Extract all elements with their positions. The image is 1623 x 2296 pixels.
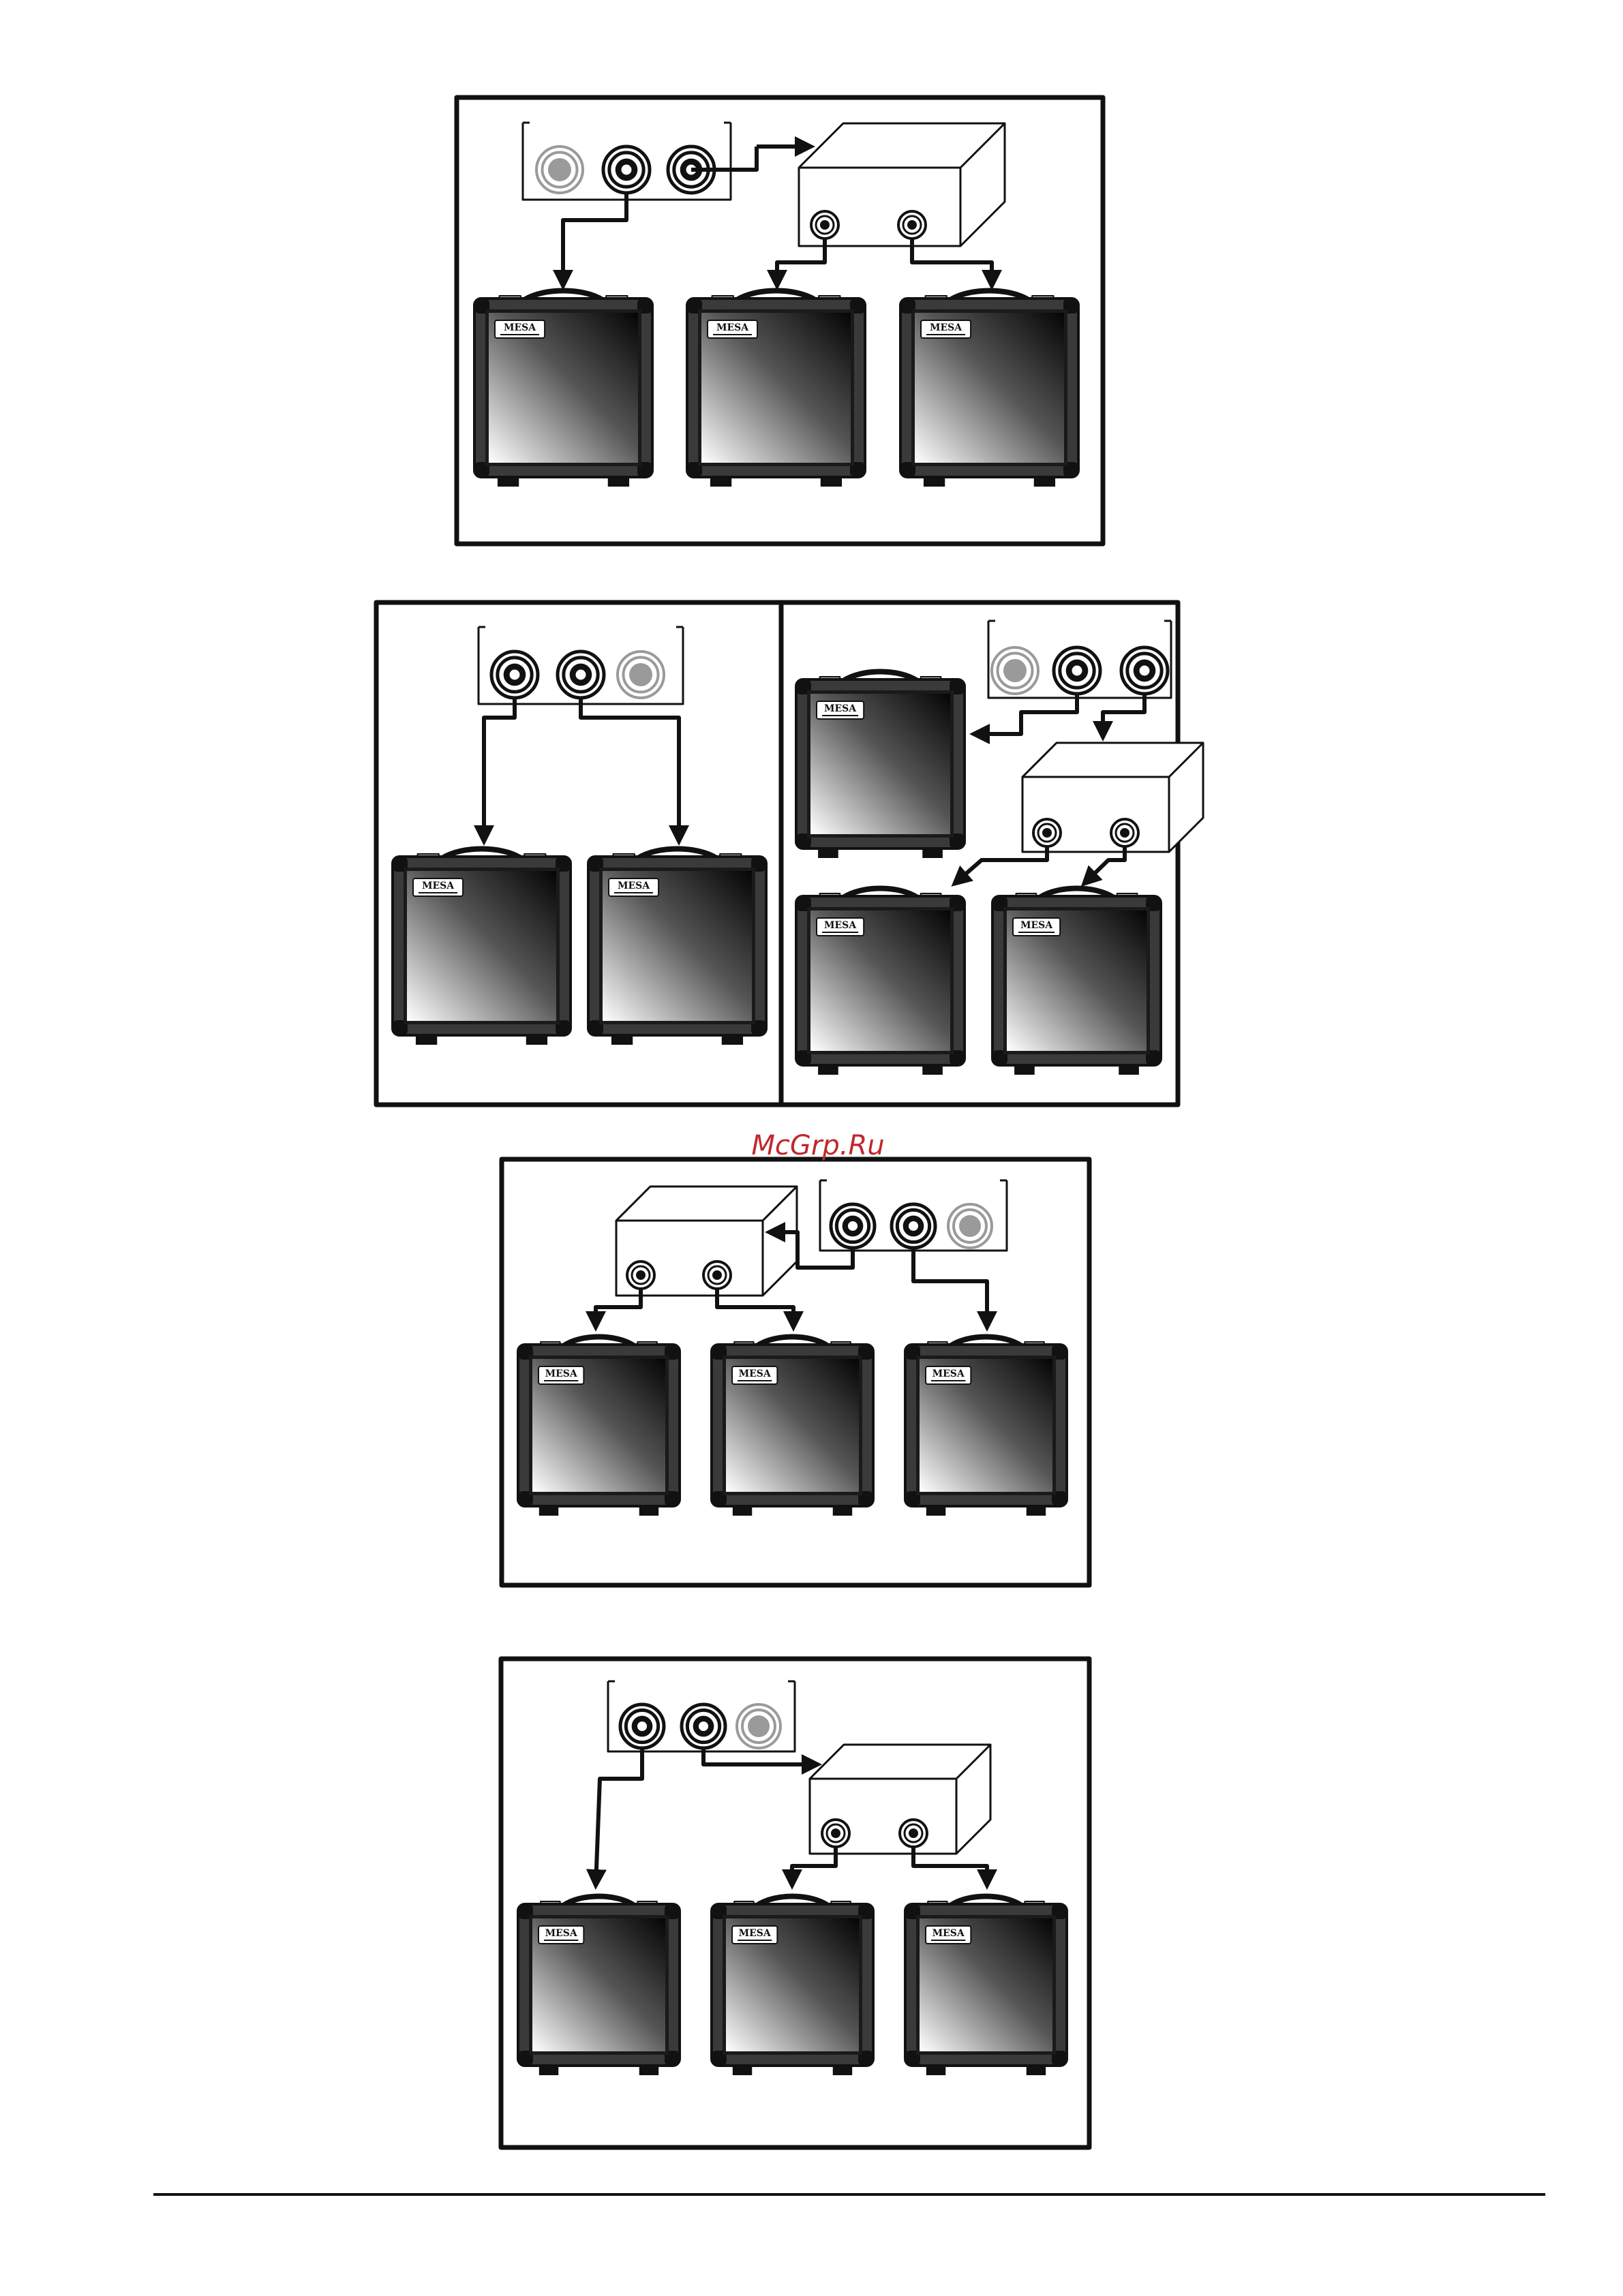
speaker-cabinet-icon: MESA <box>796 672 965 859</box>
splitter-jack-icon <box>822 1820 849 1847</box>
cabinet-logo-text: MESA <box>545 1368 578 1379</box>
speaker-jack-icon <box>1054 647 1100 694</box>
cabinet-logo-text: MESA <box>739 1928 772 1939</box>
speaker-cabinet-icon: MESA <box>905 1897 1067 2076</box>
signal-arrow-icon <box>563 193 626 286</box>
speaker-jack-icon <box>992 647 1038 694</box>
cabinet-logo-text: MESA <box>739 1368 772 1379</box>
cabinet-logo-text: MESA <box>1020 920 1053 931</box>
signal-arrow-icon <box>581 698 679 842</box>
signal-arrow-icon <box>596 1748 642 1886</box>
splitter-jack-icon <box>1111 819 1138 846</box>
speaker-jack-icon <box>892 1204 935 1248</box>
speaker-cabinet-icon: MESA <box>687 291 865 487</box>
speaker-jack-icon <box>682 1704 725 1748</box>
speaker-jack-icon <box>1121 647 1168 694</box>
cabinet-logo-text: MESA <box>932 1368 965 1379</box>
splitter-jack-icon <box>627 1261 654 1289</box>
signal-arrow-icon <box>484 698 515 842</box>
speaker-jack-icon <box>558 652 604 698</box>
splitter-jack-icon <box>1033 819 1061 846</box>
speaker-jack-icon <box>618 652 664 698</box>
cabinet-logo-text: MESA <box>545 1928 578 1939</box>
speaker-jack-icon <box>491 652 538 698</box>
splitter-jack-icon <box>811 211 838 239</box>
speaker-cabinet-icon: MESA <box>518 1337 680 1516</box>
cabinet-logo-text: MESA <box>930 322 962 333</box>
splitter-jack-icon <box>703 1261 731 1289</box>
speaker-cabinet-icon: MESA <box>900 291 1078 487</box>
splitter-jack-icon <box>900 1820 927 1847</box>
splitter-jack-icon <box>898 211 926 239</box>
speaker-jack-icon <box>948 1204 992 1248</box>
signal-arrow-icon <box>973 694 1077 734</box>
speaker-cabinet-icon: MESA <box>905 1337 1067 1516</box>
speaker-cabinet-icon: MESA <box>796 889 965 1075</box>
speaker-jack-icon <box>831 1204 875 1248</box>
speaker-cabinet-icon: MESA <box>712 1897 873 2076</box>
cabinet-logo-text: MESA <box>422 881 455 891</box>
cabinet-logo-text: MESA <box>932 1928 965 1939</box>
speaker-jack-icon <box>737 1704 780 1748</box>
footer-rule <box>153 2193 1545 2196</box>
cabinet-logo-text: MESA <box>824 703 857 714</box>
speaker-cabinet-icon: MESA <box>712 1337 873 1516</box>
signal-arrow-icon <box>1103 694 1144 737</box>
speaker-cabinet-icon: MESA <box>992 889 1161 1075</box>
watermark-text: McGrp.Ru <box>682 1127 954 1165</box>
cabinet-logo-text: MESA <box>824 920 857 931</box>
cabinet-logo-text: MESA <box>618 881 650 891</box>
speaker-cabinet-icon: MESA <box>518 1897 680 2076</box>
cabinet-logo-text: MESA <box>716 322 749 333</box>
speaker-jack-icon <box>603 147 650 193</box>
speaker-cabinet-icon: MESA <box>474 291 652 487</box>
speaker-jack-icon <box>536 147 583 193</box>
speaker-cabinet-icon: MESA <box>393 849 571 1045</box>
speaker-cabinet-icon: MESA <box>588 849 766 1045</box>
cabinet-logo-text: MESA <box>504 322 536 333</box>
signal-arrow-icon <box>913 1248 987 1328</box>
speaker-jack-icon <box>620 1704 664 1748</box>
